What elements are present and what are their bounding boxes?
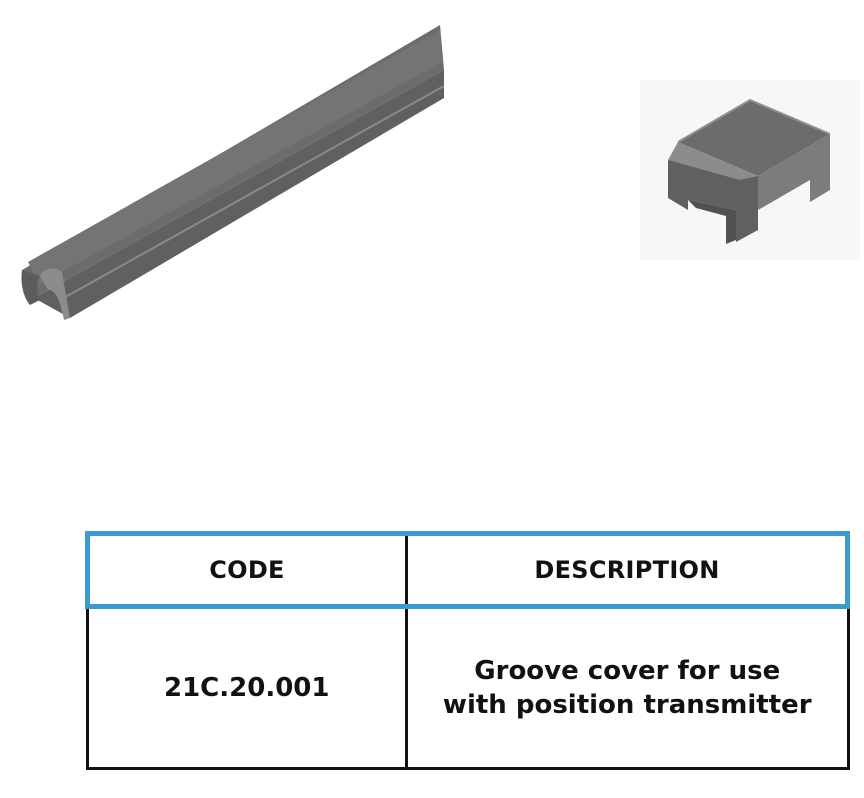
product-code-cell: 21C.20.001 bbox=[85, 605, 408, 770]
groove-cover-clip-image bbox=[640, 80, 860, 260]
table-header-row: CODE DESCRIPTION bbox=[85, 531, 850, 609]
description-line-2: with position transmitter bbox=[442, 690, 812, 720]
table-row: 21C.20.001 Groove cover for use with pos… bbox=[85, 605, 850, 770]
groove-cover-rail-image bbox=[21, 25, 445, 320]
description-line-1: Groove cover for use bbox=[474, 656, 781, 686]
header-code: CODE bbox=[85, 531, 408, 609]
header-description: DESCRIPTION bbox=[405, 531, 850, 609]
product-spec-table: CODE DESCRIPTION 21C.20.001 Groove cover… bbox=[85, 531, 850, 770]
clip-icon bbox=[668, 98, 831, 244]
product-description-cell: Groove cover for use with position trans… bbox=[405, 605, 850, 770]
